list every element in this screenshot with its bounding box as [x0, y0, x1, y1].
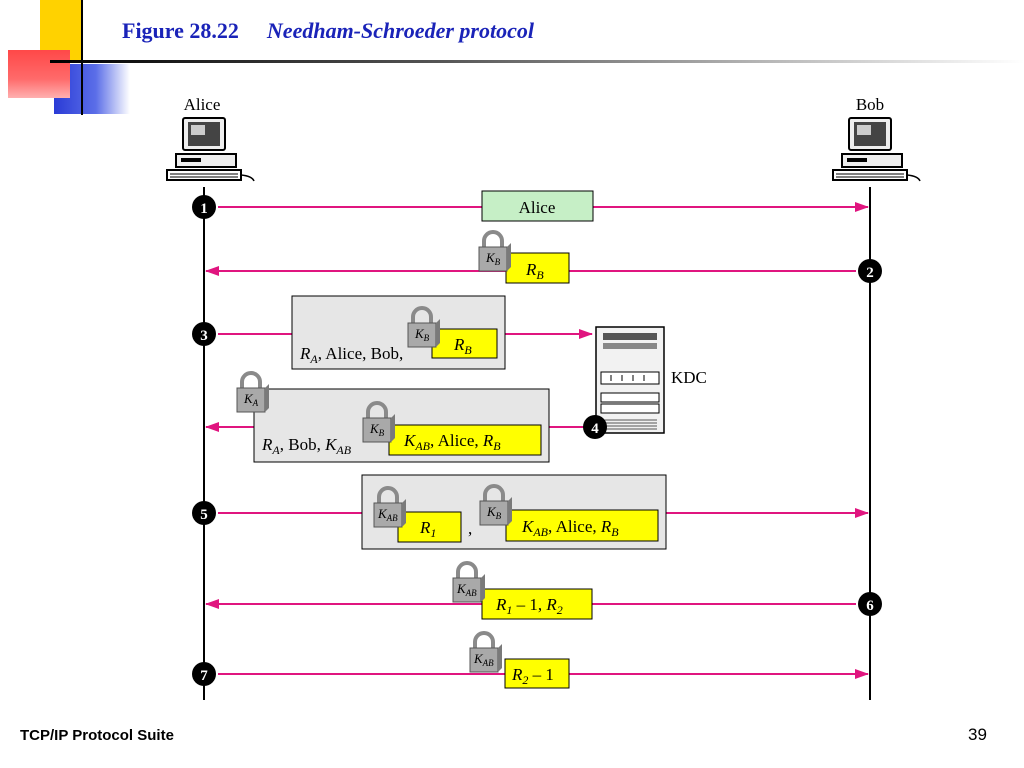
figure-label: Figure 28.22	[122, 18, 239, 43]
lock-icon: KB	[361, 401, 397, 444]
message-1-text: Alice	[519, 198, 556, 217]
svg-text:6: 6	[866, 598, 874, 614]
message-7-box	[504, 658, 570, 689]
message-3: RA, Alice, Bob, RB KB	[218, 295, 593, 370]
bob-computer-icon	[832, 117, 921, 182]
page-title: Figure 28.22 Needham-Schroeder protocol	[122, 18, 534, 44]
step-badge-4: 4	[583, 415, 607, 439]
lock-icon: KB	[477, 230, 513, 273]
lock-icon: KAB	[451, 561, 487, 604]
svg-text:3: 3	[200, 328, 208, 344]
step-badge-1: 1	[192, 195, 216, 219]
message-2: RB KB	[205, 230, 856, 284]
corner-decoration	[0, 0, 130, 115]
message-1-box	[481, 190, 594, 222]
message-7-content: R2 – 1	[511, 665, 554, 687]
message-7: R2 – 1 KAB	[218, 631, 869, 689]
lock-icon: KB	[478, 484, 514, 527]
message-6: R1 – 1, R2 KAB	[205, 561, 856, 620]
deco-red-square	[8, 50, 70, 98]
lock-icon: KB	[406, 306, 442, 349]
message-1: Alice	[218, 190, 869, 222]
message-4-prefix: RA, Bob, KAB	[261, 435, 352, 457]
step-badge-2: 2	[858, 259, 882, 283]
lock-icon: KA	[235, 371, 271, 414]
message-4: RA, Bob, KAB KAB, Alice, RB KB KA	[205, 371, 586, 463]
figure-title: Needham-Schroeder protocol	[266, 18, 534, 43]
kdc-server-icon	[595, 326, 665, 434]
alice-label: Alice	[184, 95, 221, 114]
svg-text:1: 1	[200, 201, 208, 217]
message-5-ticket: KAB, Alice, RB	[521, 517, 619, 539]
deco-vertical-line	[81, 0, 83, 115]
message-5-comma: ,	[468, 519, 472, 538]
message-5-box-r1	[397, 511, 462, 543]
message-3-prefix: RA, Alice, Bob,	[299, 344, 403, 366]
svg-text:2: 2	[866, 265, 874, 281]
svg-text:7: 7	[200, 668, 208, 684]
step-badge-3: 3	[192, 322, 216, 346]
lock-icon: KAB	[468, 631, 504, 674]
message-5-box-ticket	[505, 509, 659, 542]
page-number: 39	[968, 725, 987, 744]
message-6-box	[481, 588, 593, 620]
message-5: R1 KAB , KAB, Alice, RB KB	[218, 474, 869, 550]
svg-text:4: 4	[591, 421, 599, 437]
header-rule	[50, 60, 1024, 63]
footer-suite: TCP/IP Protocol Suite	[20, 727, 174, 744]
svg-text:5: 5	[200, 507, 208, 523]
bob-label: Bob	[856, 95, 884, 114]
step-badge-5: 5	[192, 501, 216, 525]
message-6-content: R1 – 1, R2	[495, 595, 563, 617]
lock-icon: KAB	[372, 486, 408, 529]
message-3-inner-box	[431, 328, 498, 359]
kdc-label: KDC	[671, 368, 707, 387]
alice-computer-icon	[166, 117, 255, 182]
step-badge-6: 6	[858, 592, 882, 616]
step-badge-7: 7	[192, 662, 216, 686]
message-4-content: KAB, Alice, RB	[403, 431, 501, 453]
